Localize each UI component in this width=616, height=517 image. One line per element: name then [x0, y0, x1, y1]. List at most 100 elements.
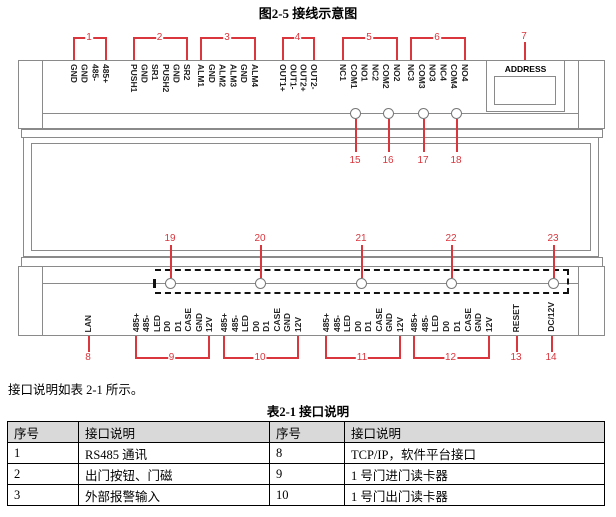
reader-group-9-bracket-left	[135, 336, 137, 357]
terminal-label: CASE	[271, 308, 282, 332]
reset-leader	[516, 336, 518, 352]
table-cell: 9	[269, 463, 345, 485]
led-23-number: 23	[546, 233, 560, 244]
table-cell: RS485 通讯	[78, 442, 270, 464]
terminal-label: CASE	[183, 308, 194, 332]
terminal-label: 12V	[293, 316, 303, 332]
terminal-label: ALM4	[250, 64, 260, 88]
table-caption: 表2-1 接口说明	[266, 405, 350, 419]
led-15-number: 15	[348, 155, 362, 166]
terminal-label: PUSH2	[160, 64, 171, 93]
terminal-label: ALM2	[217, 64, 228, 88]
lan-leader	[88, 336, 90, 352]
intro-text: 接口说明如表 2-1 所示。	[8, 383, 144, 397]
indicator-led	[165, 278, 176, 289]
reset-label: RESET	[511, 303, 521, 332]
terminal-label: GND	[384, 313, 395, 332]
reader-group-9-bracket-right	[208, 336, 210, 357]
reader-group-12-number: 12	[443, 352, 458, 363]
table-header-row: 序号 接口说明 序号 接口说明	[7, 421, 605, 443]
terminal-label: NC1	[338, 64, 348, 82]
terminal-label: D1	[172, 321, 183, 332]
terminal-label: D0	[352, 321, 363, 332]
terminal-label: LED	[151, 315, 162, 332]
lan-label: LAN	[83, 314, 93, 332]
led-17-leader	[423, 119, 425, 152]
terminal-label: GND	[473, 313, 484, 332]
terminal-group-5-bracket-right	[396, 37, 398, 60]
table-cell: 1	[7, 442, 79, 464]
terminal-group-6-number: 6	[433, 32, 441, 43]
terminal-group-4-bracket-left	[282, 37, 284, 60]
terminal-label: 485+	[219, 312, 229, 332]
terminal-group-2-number: 2	[155, 32, 164, 43]
indicator-led	[356, 278, 367, 289]
right-end-cap-top	[578, 60, 605, 129]
terminal-label: 12V	[395, 316, 405, 332]
table-row: 2 出门按钮、门磁 9 1 号门进门读卡器	[7, 463, 605, 485]
address-number: 7	[520, 31, 528, 42]
terminal-label: OUT1-	[288, 64, 299, 90]
table-cell: 外部报警输入	[78, 484, 270, 506]
terminal-label: 12V	[204, 316, 214, 332]
table-cell: TCP/IP，软件平台接口	[344, 442, 605, 464]
terminal-label: COM4	[449, 64, 460, 89]
interface-table: 序号 接口说明 序号 接口说明 1 RS485 通讯 8 TCP/IP，软件平台…	[7, 421, 605, 506]
terminal-group-3-number: 3	[223, 32, 231, 43]
terminal-label: GND	[79, 64, 90, 83]
terminal-group-1-number: 1	[85, 32, 93, 43]
terminal-label: SR1	[150, 64, 161, 81]
terminal-label: NC3	[406, 64, 416, 82]
terminal-label: NC4	[438, 64, 449, 82]
led-18-number: 18	[449, 155, 463, 166]
terminal-label: COM2	[381, 64, 392, 89]
terminal-label: NC2	[370, 64, 381, 82]
terminal-label: D0	[162, 321, 173, 332]
terminal-label: OUT1+	[278, 64, 288, 92]
led-23-leader	[553, 245, 555, 278]
terminal-label: LED	[342, 315, 353, 332]
terminal-group-5-bracket-left	[342, 37, 344, 60]
power-number: 14	[544, 352, 558, 363]
led-17-number: 17	[416, 155, 430, 166]
terminal-group-4-bracket-right	[313, 37, 315, 60]
power-leader	[551, 336, 553, 352]
terminal-label: CASE	[373, 308, 384, 332]
terminal-group-6-bracket-right	[464, 37, 466, 60]
indicator-led	[548, 278, 559, 289]
table-row: 1 RS485 通讯 8 TCP/IP，软件平台接口	[7, 442, 605, 464]
terminal-label: OUT2+	[298, 64, 309, 92]
terminal-label: 485+	[101, 64, 111, 84]
reader-group-11-bracket-left	[325, 336, 327, 357]
led-19-number: 19	[163, 233, 177, 244]
terminal-label: GND	[206, 64, 217, 83]
reader-group-12-bracket-left	[413, 336, 415, 357]
reader-group-12-bracket-right	[488, 336, 490, 357]
terminal-label: OUT2-	[309, 64, 319, 90]
indicator-led	[350, 108, 361, 119]
address-leader	[524, 42, 526, 60]
terminal-label: 485-	[419, 314, 430, 332]
reader-group-9-number: 9	[167, 352, 176, 363]
terminal-label: GND	[193, 313, 204, 332]
header-cell: 序号	[7, 421, 79, 443]
reset-number: 13	[509, 352, 523, 363]
terminal-label: D1	[363, 321, 374, 332]
terminal-label: 485-	[141, 314, 152, 332]
reader-group-10-bracket-right	[297, 336, 299, 357]
reader-group-11-bracket-right	[399, 336, 401, 357]
power-label: DC/12V	[546, 302, 556, 332]
led-16-leader	[388, 119, 390, 152]
address-label: ADDRESS	[504, 64, 547, 74]
terminal-label: ALM3	[228, 64, 239, 88]
terminal-label: COM1	[348, 64, 359, 89]
terminal-label: 12V	[484, 316, 494, 332]
left-end-cap-bottom	[18, 266, 43, 336]
terminal-label: 485-	[229, 314, 240, 332]
terminal-label: GND	[171, 64, 182, 83]
indicator-led	[255, 278, 266, 289]
terminal-group-1-bracket-right	[105, 37, 107, 60]
table-row: 3 外部报警输入 10 1 号门出门读卡器	[7, 484, 605, 506]
terminal-label: D0	[250, 321, 261, 332]
